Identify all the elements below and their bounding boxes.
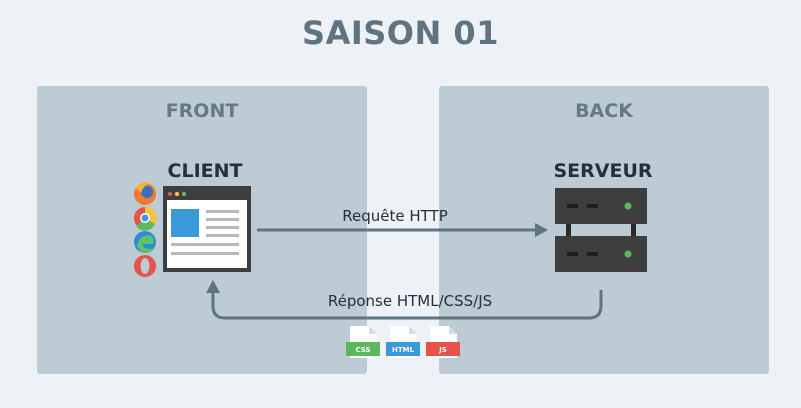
server-icon: [555, 188, 647, 272]
request-label: Requête HTTP: [342, 207, 448, 225]
response-arrow: [206, 280, 603, 320]
html-file-label: HTML: [392, 346, 415, 354]
opera-icon: [134, 255, 156, 277]
css-file-badge: [346, 342, 380, 356]
client-label: CLIENT: [167, 160, 243, 182]
back-panel: BACK: [439, 86, 769, 374]
html-file-icon: HTML: [386, 326, 420, 358]
js-file-icon: JS: [426, 326, 460, 358]
css-file-label: CSS: [355, 346, 370, 354]
edge-icon: [134, 231, 156, 253]
back-label: BACK: [575, 100, 633, 122]
front-label: FRONT: [165, 100, 239, 122]
html-file-badge: [386, 342, 420, 356]
page-title: SAISON 01: [302, 14, 499, 52]
server-label: SERVEUR: [553, 160, 653, 182]
js-file-label: JS: [438, 346, 447, 354]
chrome-icon: [134, 206, 157, 231]
response-label: Réponse HTML/CSS/JS: [327, 292, 493, 310]
request-arrow: [257, 223, 548, 237]
css-file-icon: CSS: [346, 326, 380, 358]
firefox-icon: [134, 182, 156, 205]
browser-window-icon: [163, 186, 251, 272]
js-file-badge: [426, 342, 460, 356]
